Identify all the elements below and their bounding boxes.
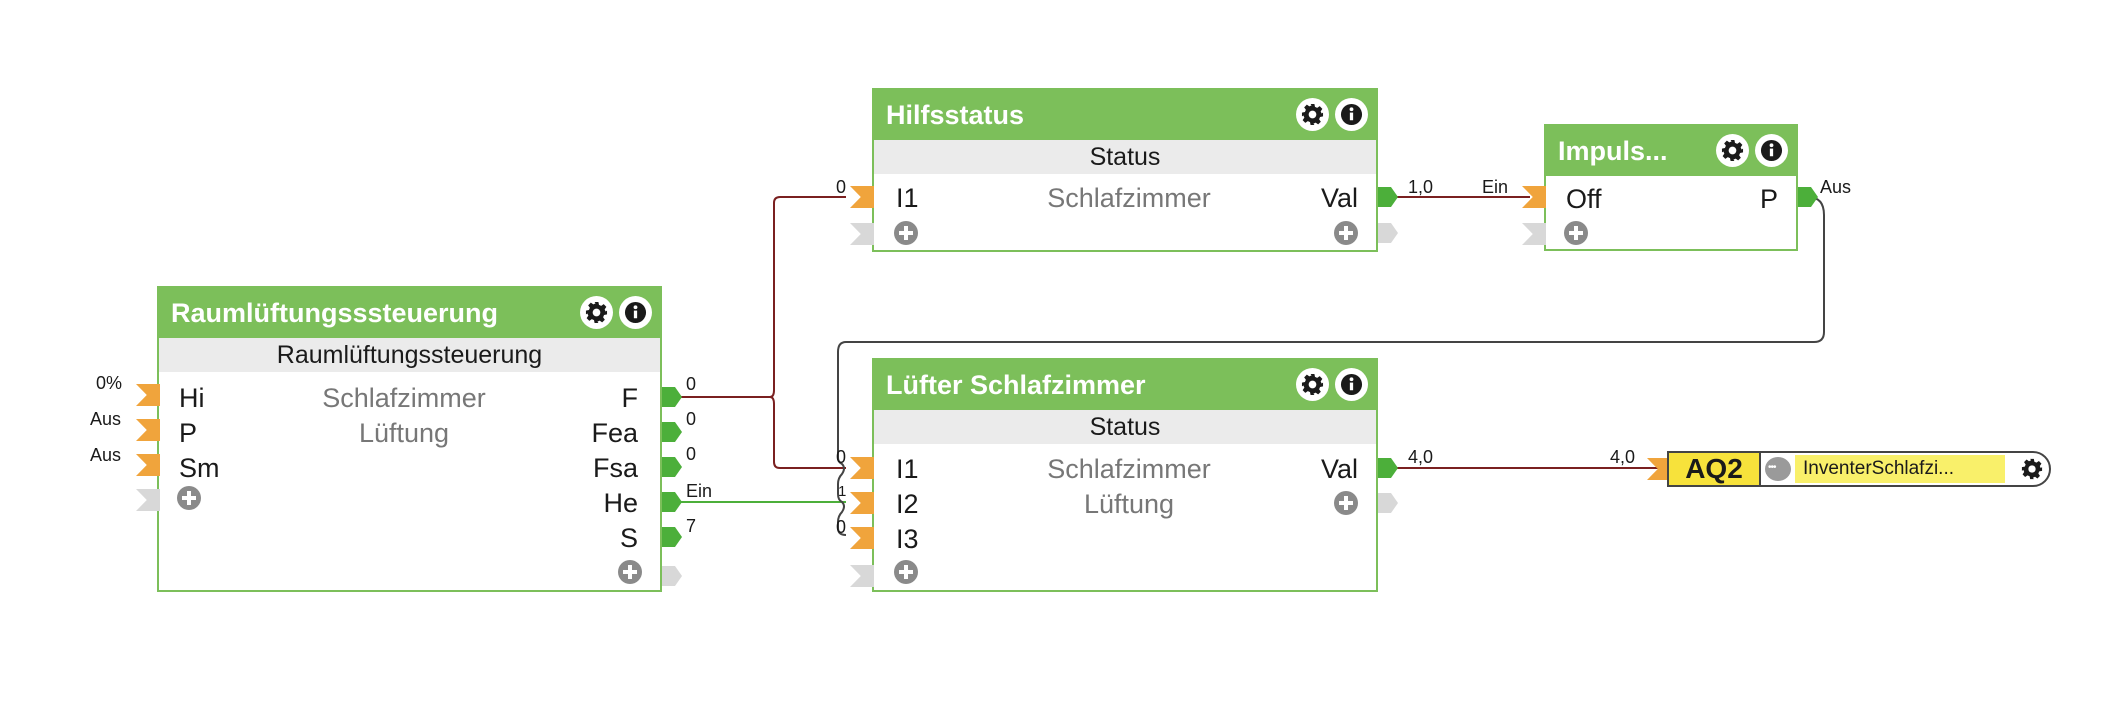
block-title[interactable]: Lüfter Schlafzimmer (874, 360, 1376, 410)
aq2-input-value: 4,0 (1610, 447, 1636, 467)
input-pin-empty[interactable] (136, 489, 160, 511)
input-value-i1: 0 (836, 177, 847, 197)
input-label-sm: Sm (179, 453, 220, 483)
gear-icon[interactable] (1296, 98, 1329, 131)
output-pin-fsa[interactable] (662, 457, 682, 477)
input-value-i3: 0 (836, 517, 847, 537)
output-value-he: Ein (686, 481, 713, 501)
input-pin-p[interactable] (136, 419, 160, 441)
input-label-i1: I1 (896, 183, 919, 213)
block-subtitle: Raumlüftungssteuerung (159, 338, 660, 372)
output-node-aq2[interactable]: AQ2 InventerSchlafzi... (1667, 451, 2051, 487)
output-value-fea: 0 (686, 409, 697, 429)
add-input-button[interactable] (894, 560, 918, 584)
input-pin-empty[interactable] (850, 223, 874, 245)
input-label-i1: I1 (896, 454, 919, 484)
output-value-fsa: 0 (686, 444, 697, 464)
block-hilfsstatus[interactable]: Hilfsstatus Status I1 Schlafzimmer Val (872, 88, 1378, 252)
block-luefter-schlafzimmer[interactable]: Lüfter Schlafzimmer Status I1 I2 I3 Schl… (872, 358, 1378, 592)
info-icon[interactable] (1335, 368, 1368, 401)
gear-icon[interactable] (1296, 368, 1329, 401)
block-description-function: Lüftung (1083, 489, 1175, 519)
block-subtitle: Status (874, 410, 1376, 444)
output-label-val: Val (1320, 454, 1358, 484)
output-pin-fea[interactable] (662, 422, 682, 442)
more-options-icon[interactable] (1765, 456, 1791, 481)
output-node-field[interactable]: InventerSchlafzi... (1795, 455, 2005, 483)
block-description-room: Schlafzimmer (322, 383, 486, 413)
info-icon[interactable] (1755, 134, 1788, 167)
input-value-i2: 1 (838, 483, 847, 500)
gear-icon[interactable] (2021, 458, 2043, 480)
input-label-i3: I3 (896, 524, 919, 554)
input-label-off: Off (1566, 184, 1602, 214)
block-subtitle: Status (874, 140, 1376, 174)
input-pin-i1[interactable] (850, 457, 874, 479)
output-label-fsa: Fsa (592, 453, 638, 483)
block-impuls[interactable]: Impuls... Off P (1544, 124, 1798, 251)
output-pin-f[interactable] (662, 387, 682, 407)
input-value-p: Aus (90, 409, 122, 429)
input-pin-hi[interactable] (136, 384, 160, 406)
input-label-i2: I2 (896, 489, 919, 519)
input-pin-sm[interactable] (136, 454, 160, 476)
block-title[interactable]: Hilfsstatus (874, 90, 1376, 140)
output-label-p: P (1759, 184, 1778, 214)
output-pin-empty[interactable] (662, 566, 682, 586)
input-value-off: Ein (1482, 177, 1509, 197)
input-pin-empty[interactable] (1522, 223, 1546, 245)
block-title[interactable]: Impuls... (1546, 126, 1796, 176)
info-icon[interactable] (1335, 98, 1368, 131)
block-description-function: Lüftung (358, 418, 450, 448)
output-value-p: Aus (1820, 177, 1852, 197)
input-value-sm: Aus (90, 445, 122, 465)
add-input-button[interactable] (894, 221, 918, 245)
output-pin-empty[interactable] (1378, 223, 1398, 243)
input-value-i1: 0 (836, 447, 847, 467)
input-pin-i2[interactable] (850, 492, 874, 514)
output-node-name: AQ2 (1669, 453, 1761, 485)
output-label-he: He (603, 488, 638, 518)
output-pin-p[interactable] (1798, 187, 1818, 207)
add-output-button[interactable] (1334, 221, 1358, 245)
output-value-val: 4,0 (1408, 447, 1434, 467)
output-label-fea: Fea (591, 418, 638, 448)
wire-f-luefter (769, 396, 846, 469)
input-value-hi: 0% (96, 373, 123, 393)
block-raumlueftungssteuerung[interactable]: Raumlüftungsssteuerung Raumlüftungssteue… (157, 286, 662, 592)
output-value-val: 1,0 (1408, 177, 1434, 197)
aq2-input-pin[interactable] (1647, 458, 1671, 480)
output-label-s: S (619, 523, 638, 553)
input-pin-i3[interactable] (850, 527, 874, 549)
input-label-p: P (179, 418, 198, 448)
wire-impuls-luefter (837, 196, 1825, 536)
input-pin-off[interactable] (1522, 186, 1546, 208)
gear-icon[interactable] (580, 296, 613, 329)
add-output-button[interactable] (618, 560, 642, 584)
output-label-val: Val (1320, 183, 1358, 213)
output-pin-val[interactable] (1378, 187, 1398, 207)
output-pin-val[interactable] (1378, 458, 1398, 478)
add-output-button[interactable] (1334, 491, 1358, 515)
output-pin-empty[interactable] (1378, 493, 1398, 513)
output-pin-he[interactable] (662, 492, 682, 512)
output-value-s: 7 (686, 516, 697, 536)
add-input-button[interactable] (1564, 221, 1588, 245)
block-description-room: Schlafzimmer (1047, 183, 1211, 213)
input-label-hi: Hi (179, 383, 205, 413)
wire-f-hilfs (676, 196, 846, 398)
output-pin-s[interactable] (662, 527, 682, 547)
input-pin-i1[interactable] (850, 186, 874, 208)
gear-icon[interactable] (1716, 134, 1749, 167)
input-pin-empty[interactable] (850, 565, 874, 587)
block-description-room: Schlafzimmer (1047, 454, 1211, 484)
output-value-f: 0 (686, 374, 697, 394)
block-title[interactable]: Raumlüftungsssteuerung (159, 288, 660, 338)
add-input-button[interactable] (177, 486, 201, 510)
output-label-f: F (621, 383, 639, 413)
info-icon[interactable] (619, 296, 652, 329)
